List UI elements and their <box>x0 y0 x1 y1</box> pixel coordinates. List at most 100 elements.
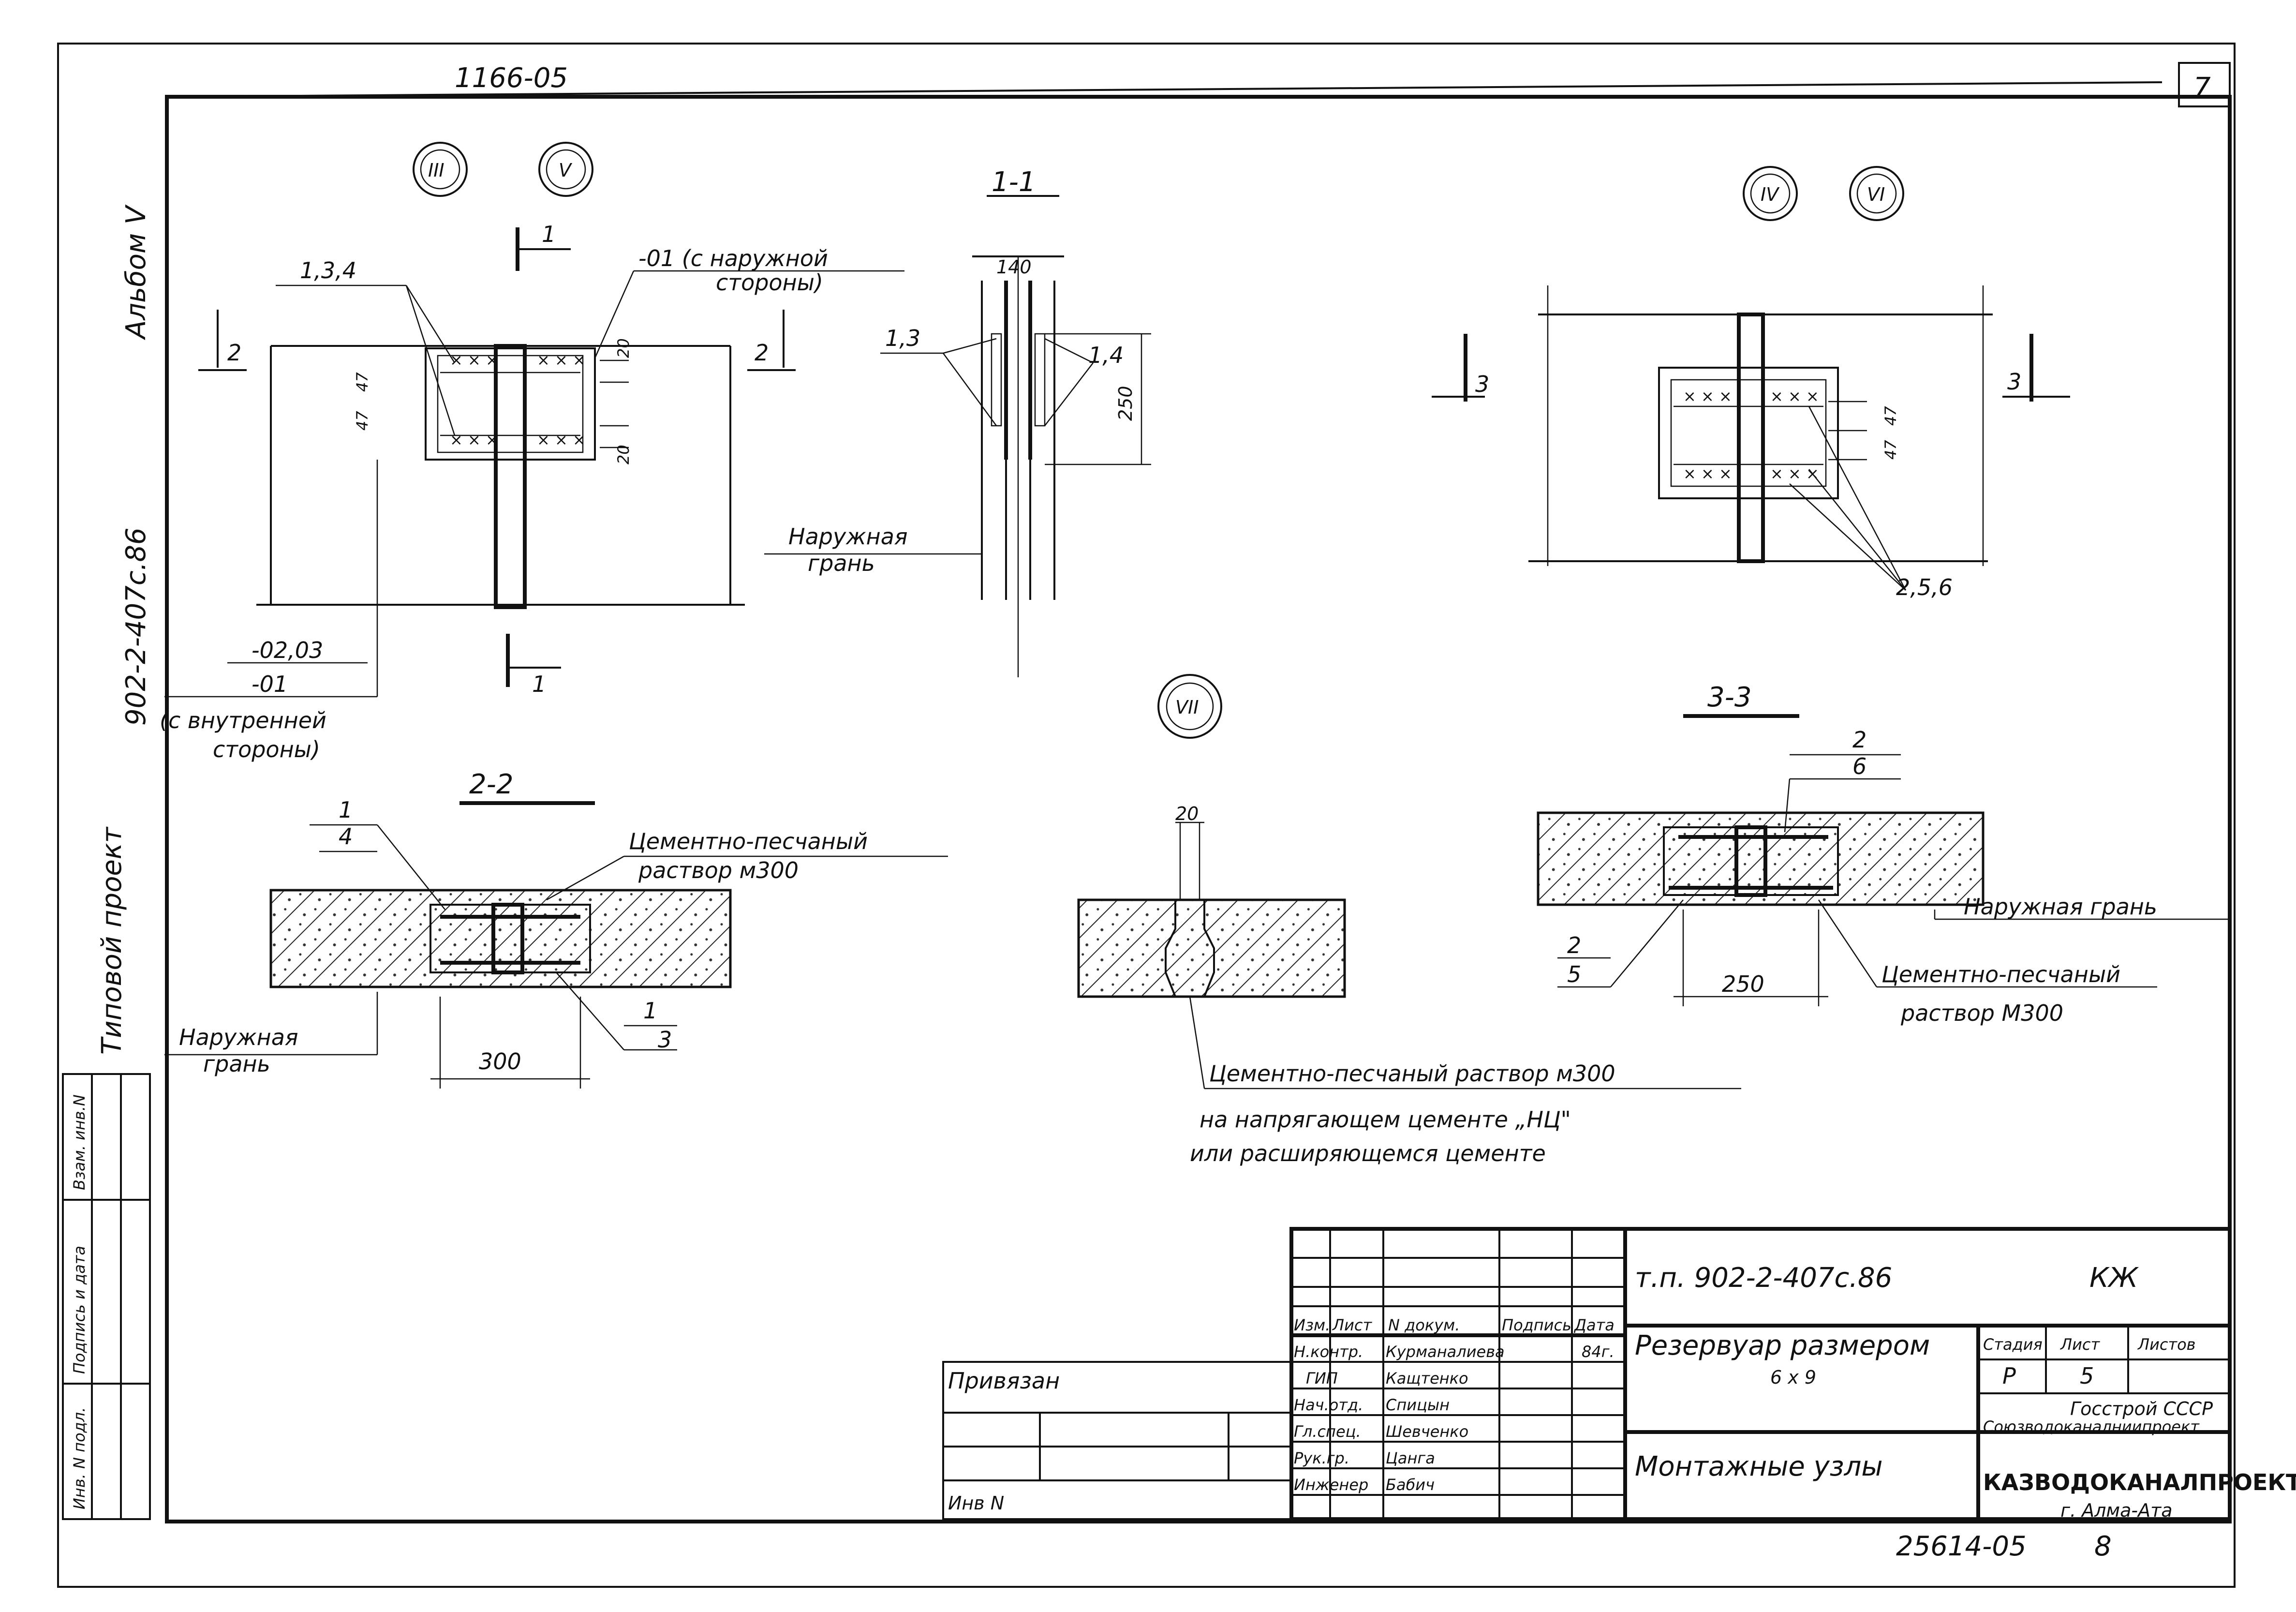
svg-text:× × ×: × × × <box>1683 387 1732 405</box>
section-3-3-callout-2a: 2 <box>1852 727 1866 753</box>
section-2-2-mortar-1: Цементно-песчаный <box>629 828 868 854</box>
section-3-3-face: Наружная грань <box>1964 894 2157 920</box>
title-block <box>942 1227 2232 1521</box>
node-mark-III: III <box>413 142 468 197</box>
title-col-izm: Изм. <box>1294 1316 1330 1334</box>
title-role-3: Гл.спец. <box>1294 1422 1361 1441</box>
title-project-code: т.п. 902-2-407с.86 <box>1635 1262 1892 1294</box>
title-name-4: Цанга <box>1386 1449 1435 1467</box>
view-left-inner-4: стороны) <box>213 736 320 762</box>
title-col-list: Лист <box>1332 1316 1372 1334</box>
title-mark: КЖ <box>2089 1262 2139 1294</box>
section-1-1-face-2: грань <box>808 550 875 576</box>
view-left-cut-mark: 1 <box>542 221 556 247</box>
view-right-section-left: 3 <box>1475 371 1489 397</box>
section-3-3-callout-5: 5 <box>1567 961 1581 987</box>
view-left-inner-2: -01 <box>252 671 288 697</box>
title-role-1: ГИП <box>1306 1369 1338 1388</box>
section-2-2-title: 2-2 <box>469 769 513 800</box>
view-right-dim-1: 47 <box>1881 406 1900 426</box>
section-3-3-dim: 250 <box>1722 971 1764 997</box>
title-col-sign: Подпись <box>1502 1316 1571 1334</box>
side-project-code: 902-2-407с.86 <box>120 527 152 726</box>
view-left-dim-3: 47 <box>353 411 371 431</box>
side-table-sign: Подпись и дата <box>70 1246 89 1374</box>
section-VII <box>1077 821 1741 1090</box>
title-name-5: Бабич <box>1386 1476 1435 1494</box>
title-stage: Р <box>2002 1363 2016 1389</box>
node-mark-VII: VII <box>1157 674 1222 739</box>
section-3-3 <box>1537 714 2230 1006</box>
node-mark-IV: IV <box>1743 166 1798 221</box>
title-inv: Инв N <box>948 1493 1004 1514</box>
title-role-4: Рук.гр. <box>1294 1449 1349 1467</box>
svg-text:VII: VII <box>1175 697 1199 718</box>
section-1-1-dim-top: 140 <box>996 256 1032 278</box>
title-date: 84г. <box>1582 1343 1615 1361</box>
side-table-replace: Взам. инв.N <box>70 1094 89 1190</box>
section-2-2-callout-1: 1 <box>339 797 353 823</box>
svg-text:× × ×: × × × <box>1770 464 1819 483</box>
archive-code: 1166-05 <box>455 62 568 94</box>
section-1-1-callout-right: 1,4 <box>1088 342 1124 368</box>
bottom-page: 8 <box>2094 1531 2112 1562</box>
section-2-2-dim: 300 <box>479 1048 521 1075</box>
title-name-3: Шевченко <box>1386 1422 1468 1441</box>
section-VII-note-2: на напрягающем цементе „НЦ" <box>1200 1106 1571 1133</box>
view-right: × × × × × × × × × × × × <box>1432 285 2070 591</box>
svg-text:× × ×: × × × <box>1770 387 1819 405</box>
view-right-dim-2: 47 <box>1881 440 1900 460</box>
title-org-2: Союзводоканалниипроект <box>1983 1418 2200 1436</box>
title-object-2: 6 х 9 <box>1770 1367 1816 1388</box>
view-left-outer-2: стороны) <box>716 269 823 296</box>
section-1-1-callout-left: 1,3 <box>885 325 920 351</box>
bottom-number: 25614-05 <box>1896 1531 2027 1562</box>
view-left-dim-4: 20 <box>614 445 633 464</box>
title-org-3: КАЗВОДОКАНАЛПРОЕКТ <box>1983 1469 2296 1495</box>
title-name-0: Курманалиева <box>1386 1343 1505 1361</box>
title-sheet: 5 <box>2080 1363 2094 1389</box>
section-3-3-callout-2b: 2 <box>1567 932 1581 958</box>
section-VII-note-3: или расширяющемся цементе <box>1190 1140 1546 1166</box>
section-1-1-face-1: Наружная <box>788 523 908 550</box>
view-right-callout: 2,5,6 <box>1896 574 1953 600</box>
title-role-0: Н.контр. <box>1294 1343 1363 1361</box>
side-table-inv: Инв. N подл. <box>70 1407 89 1509</box>
section-3-3-mortar-2: раствор М300 <box>1900 1000 2063 1026</box>
sheet-number-box <box>2178 62 2231 107</box>
svg-text:× × ×: × × × <box>1683 464 1732 483</box>
title-stage-header: Стадия <box>1983 1335 2043 1354</box>
svg-text:V: V <box>559 160 573 181</box>
side-table <box>62 1073 151 1520</box>
side-album: Альбом V <box>120 204 152 340</box>
view-left-outer-1: -01 (с наружной <box>638 245 828 271</box>
title-object-1: Резервуар размером <box>1635 1330 1930 1361</box>
title-privyazan: Привязан <box>948 1368 1060 1394</box>
svg-text:III: III <box>428 160 444 181</box>
section-3-3-mortar-1: Цементно-песчаный <box>1881 961 2120 987</box>
section-3-3-callout-6: 6 <box>1852 753 1866 779</box>
section-VII-note-1: Цементно-песчаный раствор м300 <box>1209 1060 1615 1087</box>
section-2-2-callout-1b: 1 <box>643 998 657 1024</box>
node-mark-VI: VI <box>1849 166 1904 221</box>
svg-text:IV: IV <box>1761 184 1780 205</box>
svg-text:× × ×: × × × <box>450 431 499 449</box>
view-left-inner-3: (с внутренней <box>160 707 326 733</box>
node-mark-V: V <box>538 142 593 197</box>
section-1-1-title: 1-1 <box>992 166 1036 198</box>
title-role-2: Нач.отд. <box>1294 1396 1363 1414</box>
view-left-section-left: 2 <box>227 340 241 366</box>
section-2-2-callout-4: 4 <box>339 823 353 850</box>
view-left-section-right: 2 <box>755 340 769 366</box>
section-VII-dim: 20 <box>1175 803 1199 824</box>
view-left-callout: 1,3,4 <box>300 257 356 284</box>
section-1-1-dim-side: 250 <box>1115 386 1136 421</box>
view-right-section-right: 3 <box>2007 369 2021 395</box>
title-drawing-title: Монтажные узлы <box>1635 1451 1883 1482</box>
section-2-2-face-2: грань <box>203 1051 270 1077</box>
svg-text:× × ×: × × × <box>537 431 586 449</box>
section-1-1 <box>764 195 1151 677</box>
archive-underline <box>166 81 2163 98</box>
view-left-cut-mark-bottom: 1 <box>532 671 546 697</box>
view-left-dim-1: 20 <box>614 338 633 358</box>
